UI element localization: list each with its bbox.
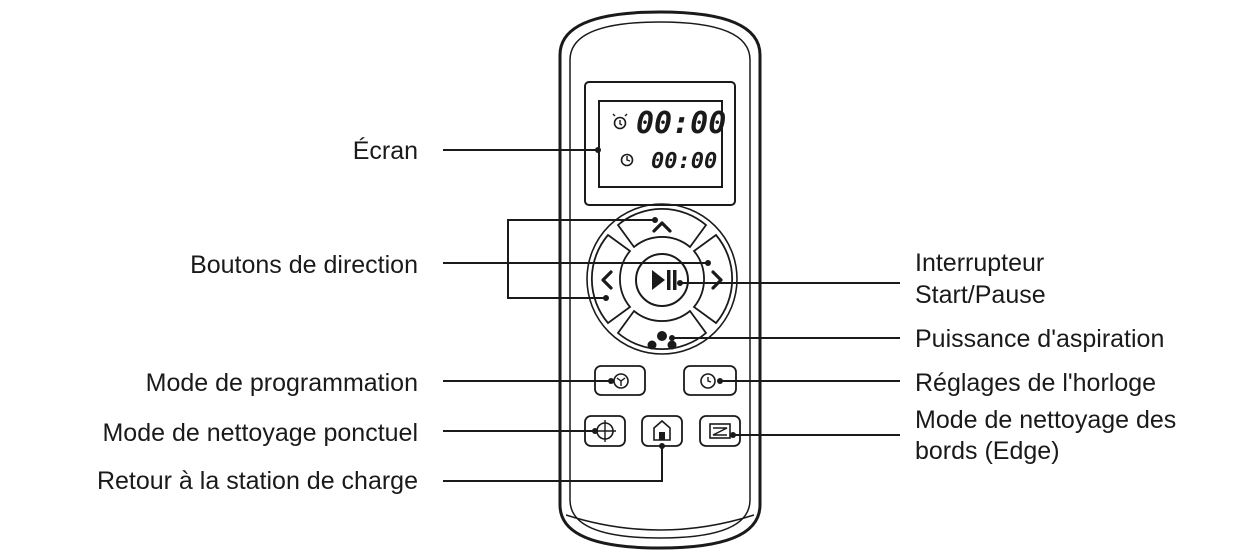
- label-direction-buttons: Boutons de direction: [190, 251, 418, 279]
- chevron-up-icon: [652, 221, 672, 233]
- clock-time: 00:00: [651, 149, 717, 174]
- clock-icon: [700, 373, 716, 389]
- label-edge-cleaning-line2: bords (Edge): [915, 437, 1060, 465]
- fan-icon: [647, 331, 677, 350]
- edge-cleaning-button[interactable]: [699, 415, 741, 447]
- leader-dock: [443, 446, 663, 482]
- start-pause-button[interactable]: [635, 253, 689, 307]
- right-button[interactable]: [692, 233, 734, 325]
- edge-icon: [709, 423, 731, 439]
- leader-direction-bracket: [507, 219, 655, 299]
- clock-icon: [620, 153, 634, 167]
- label-screen: Écran: [353, 136, 418, 165]
- lcd-screen: 00:00 00:00: [584, 81, 736, 206]
- direction-pad: [586, 203, 738, 355]
- label-start-pause-line2: Start/Pause: [915, 281, 1046, 309]
- label-suction-power: Puissance d'aspiration: [915, 325, 1164, 353]
- return-to-dock-button[interactable]: [641, 415, 683, 447]
- label-return-to-dock: Retour à la station de charge: [97, 467, 418, 495]
- suction-power-button[interactable]: [616, 309, 708, 351]
- chevron-right-icon: [711, 270, 723, 290]
- label-schedule-mode: Mode de programmation: [146, 369, 418, 397]
- label-spot-cleaning: Mode de nettoyage ponctuel: [102, 419, 418, 447]
- chevron-left-icon: [601, 270, 613, 290]
- play-pause-icon: [652, 270, 677, 290]
- left-button[interactable]: [590, 233, 632, 325]
- leader-lines: [443, 147, 900, 482]
- label-start-pause-line1: Interrupteur: [915, 249, 1044, 277]
- alarm-time: 00:00: [636, 106, 726, 141]
- up-button[interactable]: [616, 207, 708, 249]
- label-clock-settings: Réglages de l'horloge: [915, 369, 1156, 397]
- alarm-clock-icon: [612, 113, 628, 130]
- home-icon: [653, 419, 671, 441]
- label-edge-cleaning-line1: Mode de nettoyage des: [915, 406, 1176, 434]
